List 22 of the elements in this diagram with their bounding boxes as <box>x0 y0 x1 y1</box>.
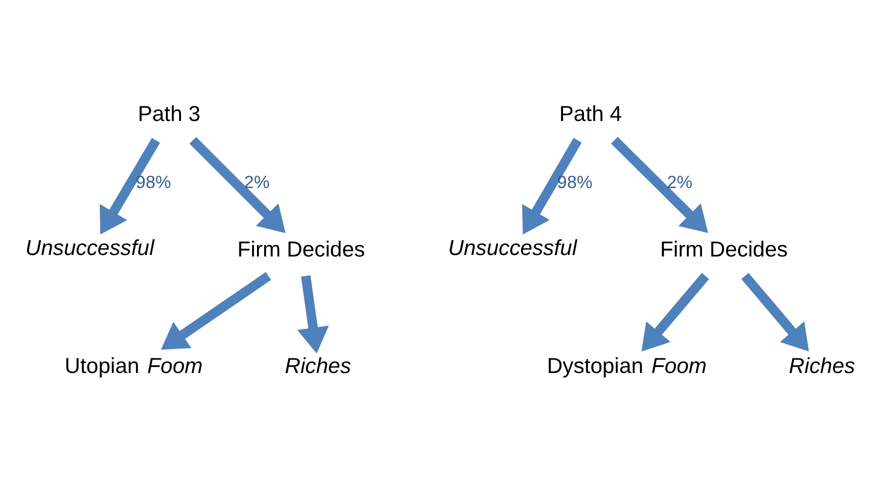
arrow <box>160 272 272 350</box>
node-text: Unsuccessful <box>448 235 577 260</box>
node-text: Riches <box>788 352 856 378</box>
node-text: Dystopian Foom <box>547 352 707 378</box>
edge-label: 2% <box>244 172 270 192</box>
arrow <box>611 136 708 234</box>
arrow <box>189 136 286 234</box>
arrow <box>642 272 710 352</box>
node-text: Path 4 <box>559 100 622 126</box>
node-text: Firm Decides <box>660 236 788 262</box>
arrow <box>297 275 329 354</box>
node-text: Unsuccessful <box>25 235 154 260</box>
edge-label: 2% <box>666 172 692 192</box>
arrow <box>100 138 160 234</box>
node-text: Path 3 <box>138 100 200 126</box>
arrow <box>741 272 809 352</box>
node-text: Utopian Foom <box>64 352 203 378</box>
edge-label: 98% <box>136 172 172 192</box>
edge-label: 98% <box>557 172 592 192</box>
node-text: Riches <box>284 352 352 378</box>
node-text: Firm Decides <box>237 236 365 262</box>
arrow <box>522 138 582 234</box>
